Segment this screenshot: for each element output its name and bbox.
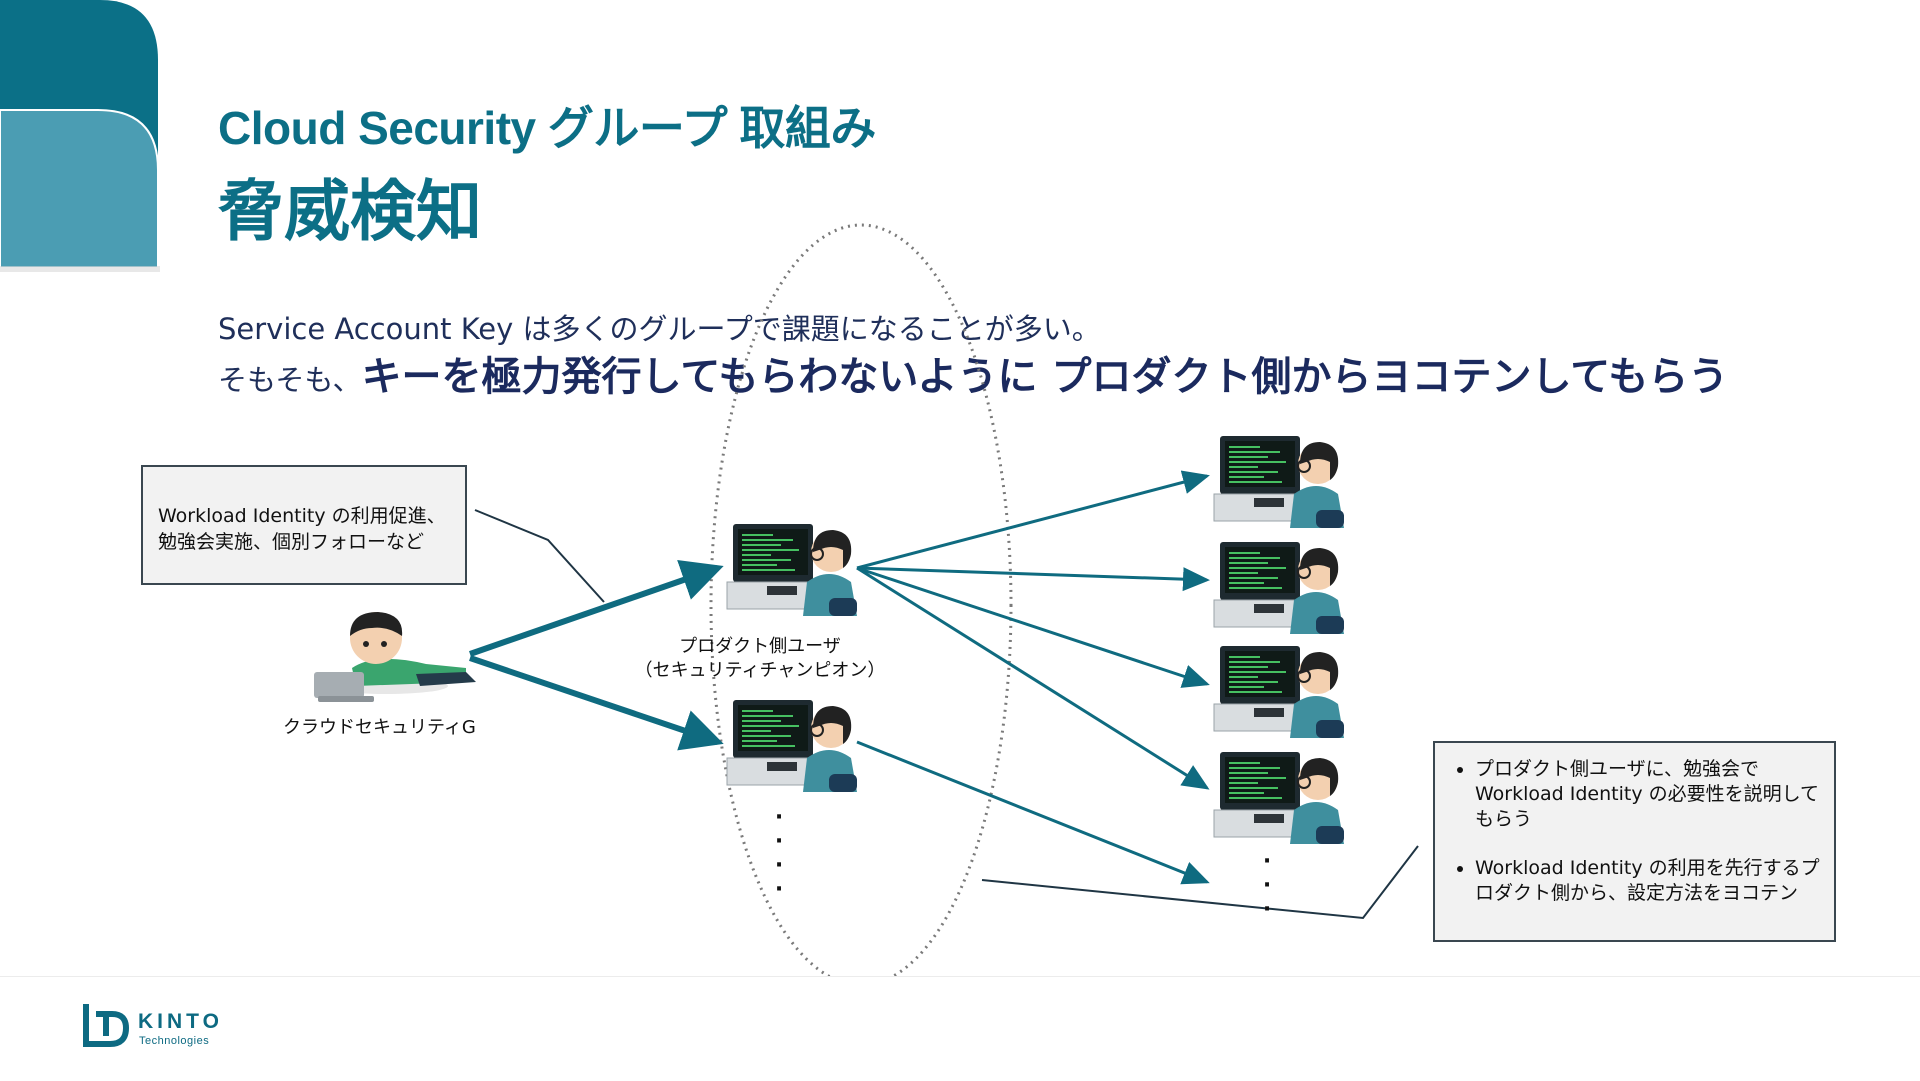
user-at-computer-icon (1213, 751, 1345, 845)
page-title: Cloud Security グループ 取組み (218, 102, 876, 154)
security-champion-label: （セキュリティチャンピオン） (634, 660, 886, 681)
corner-decoration (0, 0, 160, 272)
user-at-computer-icon (1213, 435, 1345, 529)
lead-text-line1: Service Account Key は多くのグループで課題になることが多い。 (218, 312, 1101, 346)
arrow-to-member-1 (856, 470, 1210, 570)
callout-box-left: Workload Identity の利用促進、 勉強会実施、個別フォローなど (141, 465, 467, 585)
cloud-security-group-label: クラウドセキュリティG (283, 717, 476, 738)
arrow-to-champion-1 (469, 559, 724, 657)
callout-left-line2: 勉強会実施、個別フォローなど (158, 531, 425, 553)
arrow-to-champion-2 (469, 655, 724, 751)
arrow-to-member-4 (856, 566, 1210, 790)
ellipsis-dots: ···· (774, 805, 784, 902)
callout-right-connector (981, 845, 1419, 920)
product-user-label: プロダクト側ユーザ (679, 636, 841, 657)
user-at-computer-icon (726, 699, 858, 793)
arrow-to-member-2 (856, 566, 1210, 592)
callout-right-item: プロダクト側ユーザに、勉強会で Workload Identity の必要性を説… (1475, 757, 1820, 832)
logo-name: KINTO (138, 1010, 223, 1033)
callout-left-connector (474, 509, 605, 603)
callout-left-line1: Workload Identity の利用促進、 (158, 505, 446, 527)
arrow-to-member-more (856, 740, 1210, 885)
callout-right-list: プロダクト側ユーザに、勉強会で Workload Identity の必要性を説… (1449, 757, 1820, 906)
kinto-logo-icon (83, 1004, 130, 1047)
user-at-computer-icon (1213, 541, 1345, 635)
ellipsis-dots: ··· (1262, 849, 1272, 922)
lead-text-line2: そもそも、キーを極力発行してもらわないように プロダクト側からヨコテンしてもらう (218, 344, 1728, 402)
callout-right-item: Workload Identity の利用を先行するプロダクト側から、設定方法を… (1475, 856, 1820, 906)
logo-subtitle: Technologies (139, 1035, 210, 1047)
person-laptop-icon (314, 612, 476, 702)
user-at-computer-icon (726, 523, 858, 617)
page-heading: 脅威検知 (218, 173, 482, 250)
user-at-computer-icon (1213, 645, 1345, 739)
footer (0, 976, 1920, 1081)
callout-box-right: プロダクト側ユーザに、勉強会で Workload Identity の必要性を説… (1433, 741, 1836, 942)
arrow-to-member-3 (856, 566, 1210, 688)
lead-prefix: そもそも、 (218, 363, 362, 397)
lead-emphasis: キーを極力発行してもらわないように プロダクト側からヨコテンしてもらう (361, 354, 1729, 400)
